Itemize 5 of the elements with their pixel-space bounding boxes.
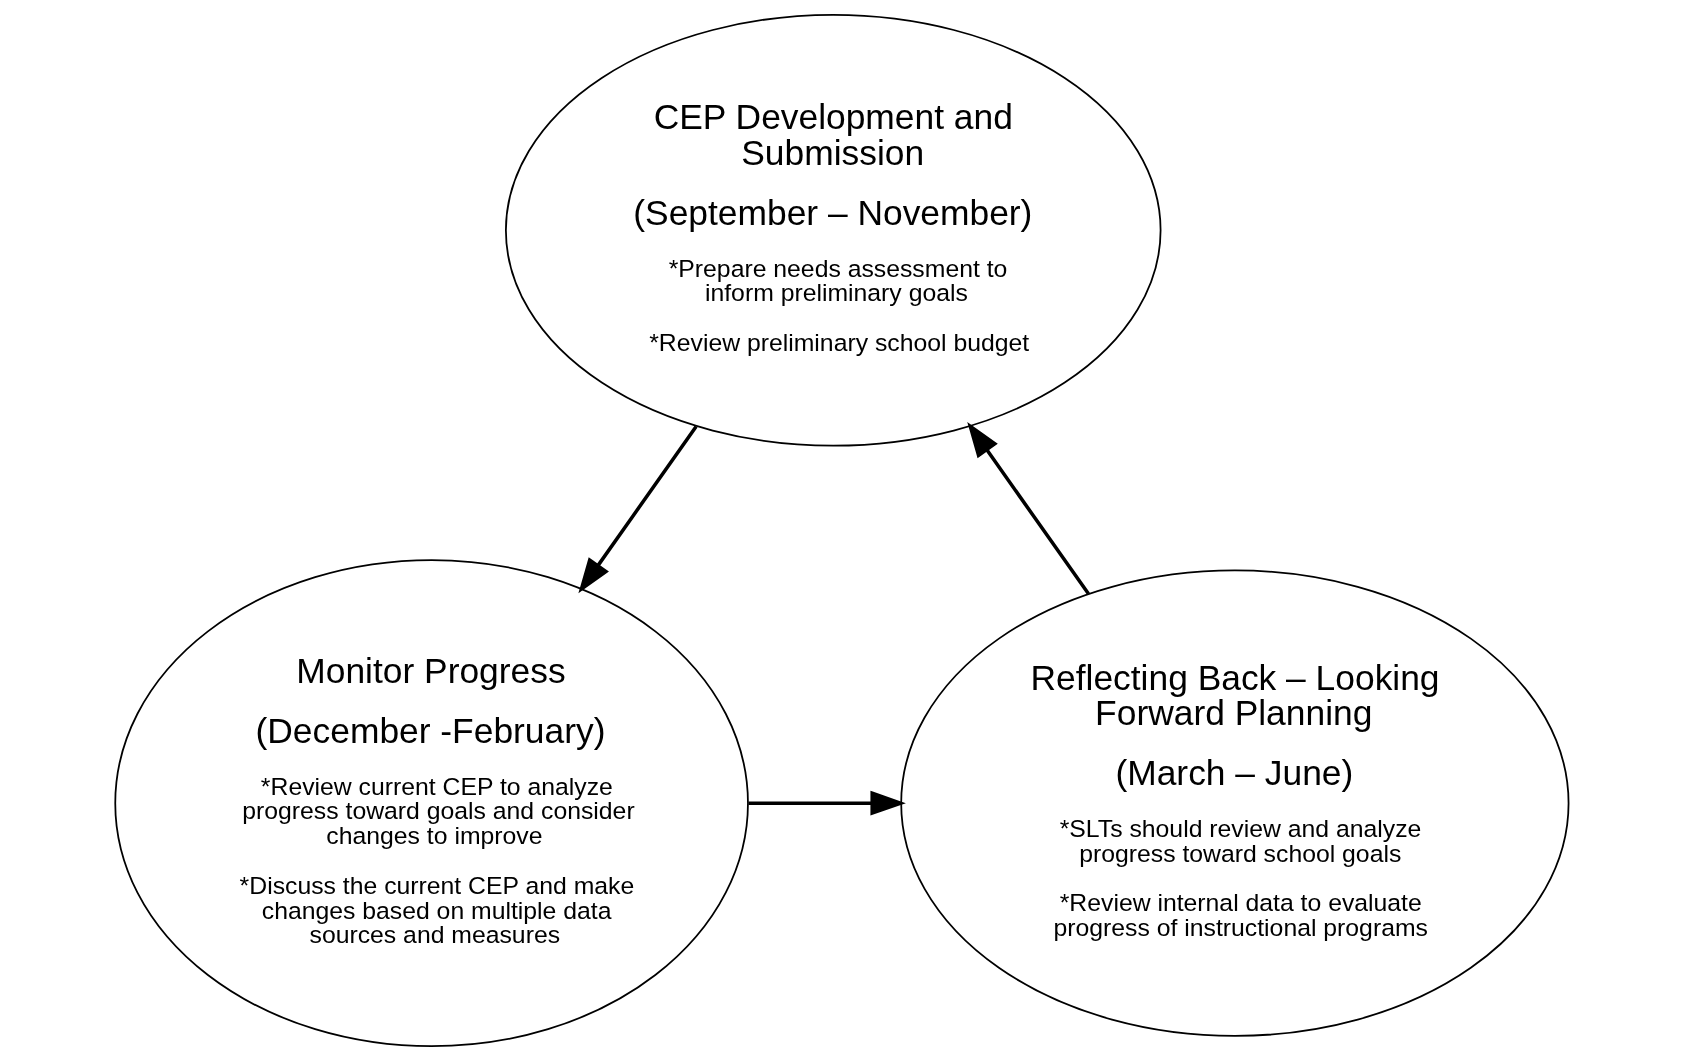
arrow [967,422,1090,595]
node-ellipse: Reflecting Back – Looking Forward Planning (March – June) *SLTs should review and analyze progress toward school goals *Review internal data to evaluate progress of instructional programs [900,569,1570,1037]
arrow [748,790,906,816]
arrow [578,425,698,594]
node-ellipse: CEP Development and Submission (September – November) *Prepare needs assessment to inform preliminary goals *Review preliminary school budget [505,14,1162,447]
